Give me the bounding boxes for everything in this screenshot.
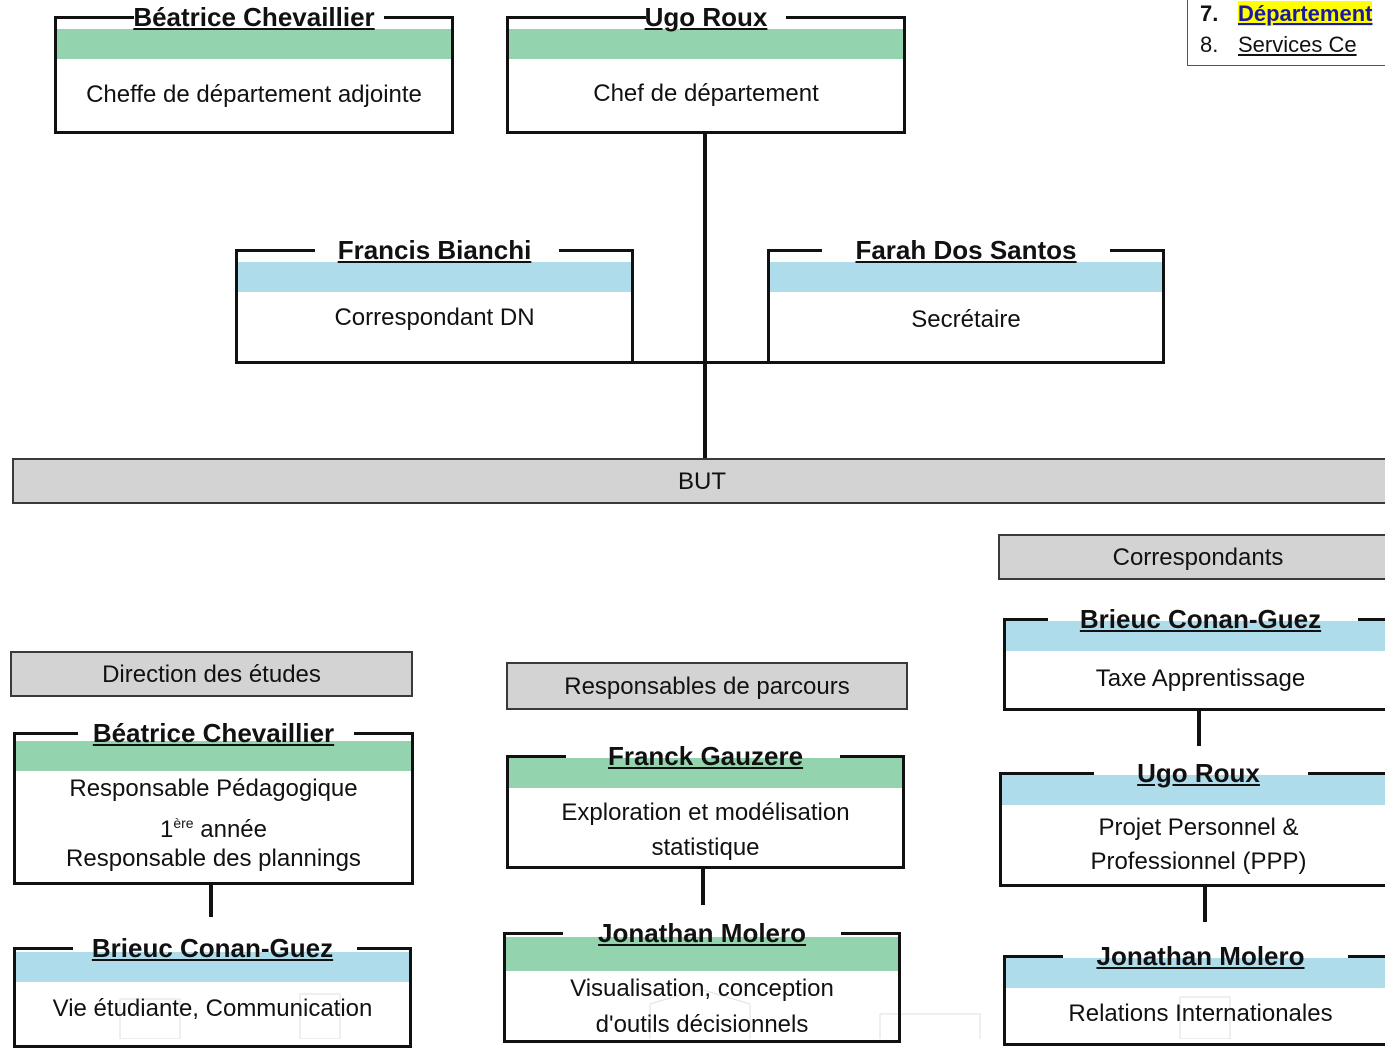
person-name: Francis Bianchi xyxy=(337,235,532,265)
nav-item-number: 8. xyxy=(1200,32,1219,57)
name-band xyxy=(509,758,902,788)
name-band xyxy=(16,741,411,771)
connector-tracks xyxy=(701,869,705,905)
person-name: Jonathan Molero xyxy=(1096,941,1305,971)
section-studies: Direction des études xyxy=(10,651,413,697)
connector-studies xyxy=(209,885,213,917)
person-role: Secrétaire xyxy=(911,306,1021,333)
but-label: BUT xyxy=(678,468,726,495)
person-name: Ugo Roux xyxy=(644,2,768,32)
person-name: Franck Gauzere xyxy=(607,741,804,771)
section-title: Direction des études xyxy=(102,661,321,688)
person-name: Béatrice Chevaillier xyxy=(92,718,335,748)
person-role-line2: statistique xyxy=(651,834,760,861)
name-band xyxy=(506,937,898,971)
name-band xyxy=(1002,775,1385,805)
person-name: Jonathan Molero xyxy=(597,918,807,948)
card-dn-correspondent: Francis Bianchi Correspondant DN xyxy=(235,235,634,364)
person-role-line1: Exploration et modélisation xyxy=(561,799,850,826)
card-track-2: Jonathan Molero Visualisation, conceptio… xyxy=(503,918,901,1043)
nav-item-number: 7. xyxy=(1200,1,1219,26)
card-studies-2: Brieuc Conan-Guez Vie étudiante, Communi… xyxy=(13,933,412,1048)
nav-item-label[interactable]: Département xyxy=(1238,1,1373,26)
nav-list: 7. Département 8. Services Ce xyxy=(1187,0,1385,66)
name-band xyxy=(770,262,1162,292)
card-correspondent-1: Brieuc Conan-Guez Taxe Apprentissage xyxy=(1003,604,1385,711)
name-band xyxy=(16,952,409,982)
connector-correspondents-2 xyxy=(1203,887,1207,922)
person-role-line1: Responsable Pédagogique xyxy=(69,775,358,802)
person-role-line2: Professionnel (PPP) xyxy=(1090,848,1307,875)
section-correspondents: Correspondants xyxy=(998,534,1385,580)
person-role: Taxe Apprentissage xyxy=(1095,665,1306,692)
person-name: Farah Dos Santos xyxy=(855,235,1077,265)
building-watermark-image xyxy=(119,988,1231,1039)
person-role-line1: Projet Personnel & xyxy=(1098,814,1299,841)
name-band xyxy=(1006,958,1385,988)
name-band xyxy=(1006,621,1385,651)
card-secretary: Farah Dos Santos Secrétaire xyxy=(767,235,1165,364)
section-title: Responsables de parcours xyxy=(564,673,850,700)
nav-item-department[interactable]: 7. Département xyxy=(1200,1,1373,27)
card-deputy-head: Béatrice Chevaillier Cheffe de départeme… xyxy=(54,2,454,134)
person-name: Béatrice Chevaillier xyxy=(133,2,375,32)
person-role-line3: Responsable des plannings xyxy=(66,845,361,872)
person-role: Cheffe de département adjointe xyxy=(86,81,422,108)
card-department-head: Ugo Roux Chef de département xyxy=(506,2,906,134)
nav-item-services[interactable]: 8. Services Ce xyxy=(1200,32,1357,58)
person-role: Vie étudiante, Communication xyxy=(52,995,373,1022)
but-bar: BUT xyxy=(12,458,1385,504)
name-band xyxy=(57,29,451,59)
name-band xyxy=(509,29,903,59)
person-name: Ugo Roux xyxy=(1137,758,1260,788)
connector-head-to-but xyxy=(703,130,707,460)
person-name: Brieuc Conan-Guez xyxy=(91,933,334,963)
person-role: Chef de département xyxy=(593,80,819,107)
person-role-line2: d'outils décisionnels xyxy=(595,1011,809,1038)
person-role: Relations Internationales xyxy=(1068,1000,1333,1027)
person-name: Brieuc Conan-Guez xyxy=(1079,604,1322,634)
person-role-line2: 1ère année xyxy=(160,815,267,843)
person-role: Correspondant DN xyxy=(334,304,535,331)
card-track-1: Franck Gauzere Exploration et modélisati… xyxy=(506,741,905,869)
nav-item-label[interactable]: Services Ce xyxy=(1238,32,1357,57)
card-correspondent-2: Ugo Roux Projet Personnel & Professionne… xyxy=(999,758,1385,887)
person-role-line1: Visualisation, conception xyxy=(570,975,834,1002)
card-studies-1: Béatrice Chevaillier Responsable Pédagog… xyxy=(13,718,414,885)
section-title: Correspondants xyxy=(1112,544,1284,571)
connector-horizontal xyxy=(527,361,767,364)
section-tracks: Responsables de parcours xyxy=(506,662,908,710)
name-band xyxy=(238,262,631,292)
connector-correspondents-1 xyxy=(1197,711,1201,746)
